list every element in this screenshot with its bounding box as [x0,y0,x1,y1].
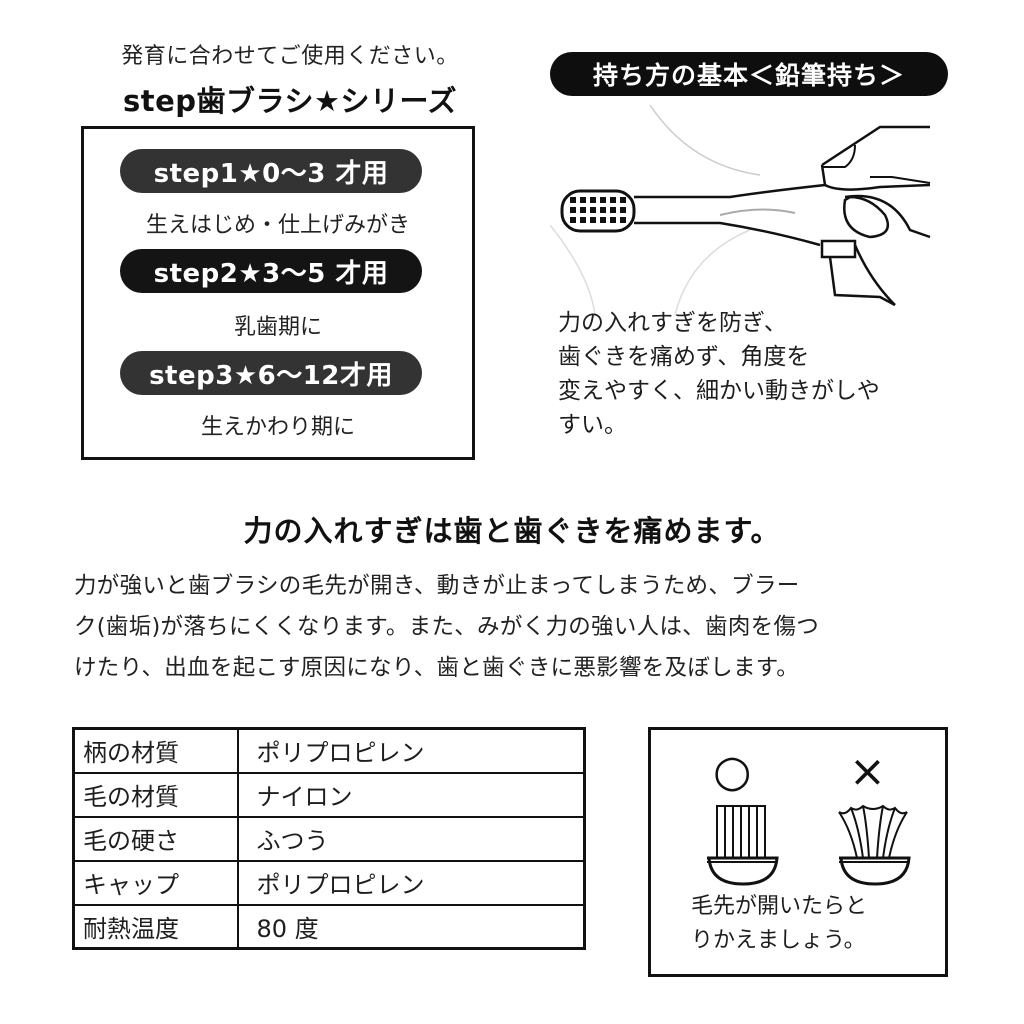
warning-line: けたり、出血を起こす原因になり、歯と歯ぐきに悪影響を及ぼします。 [74,655,800,681]
table-row: 耐熱温度 80 度 [72,903,586,950]
straight-bristles-icon [707,805,779,886]
spec-value: ふつう [236,815,586,862]
spec-value: ナイロン [236,771,586,818]
step2-badge: step2★3～5 才用 [120,249,422,293]
replace-line: 毛先が開いたらと [691,894,868,919]
table-row: 毛の硬さ ふつう [72,815,586,862]
splayed-bristles-icon [838,804,911,886]
spec-key: 耐熱温度 [72,903,239,950]
step1-note: 生えはじめ・仕上げみがき [145,213,410,238]
spec-key: 毛の硬さ [72,815,239,862]
spec-value: ポリプロピレン [236,727,586,774]
toothbrush-pencil-grip-icon [549,104,970,316]
replace-guide-box: ○ × 毛先が開いたらと りかえましょう。 [648,727,948,977]
warning-line: ク(歯垢)が落ちにくくなります。また、みがく力の強い人は、歯肉を傷つ [74,614,820,640]
bad-mark: × [849,746,886,797]
spec-key: 毛の材質 [72,771,239,818]
spec-value: 80 度 [236,903,586,950]
warning-line: 力が強いと歯ブラシの毛先が開き、動きが止まってしまうため、ブラー [74,573,800,599]
step-series-box: step1★0～3 才用 生えはじめ・仕上げみがき step2★3～5 才用 乳… [81,126,475,460]
holding-line: 変えやすく、細かい動きがしや [558,378,880,404]
step3-note: 生えかわり期に [200,415,355,440]
step2-note: 乳歯期に [233,315,322,340]
holding-description: 力の入れすぎを防ぎ、 歯ぐきを痛めず、角度を 変えやすく、細かい動きがしや すい… [558,306,958,442]
warning-heading: 力の入れすぎは歯と歯ぐきを痛めます。 [243,514,781,548]
table-row: 柄の材質 ポリプロピレン [72,727,586,774]
step3-badge: step3★6～12才用 [120,351,422,395]
usage-intro: 発育に合わせてご使用ください。 [121,44,459,69]
holding-line: 歯ぐきを痛めず、角度を [558,344,810,370]
step1-badge: step1★0～3 才用 [120,149,422,193]
good-mark: ○ [713,746,752,797]
replace-instruction: 毛先が開いたらと りかえましょう。 [691,890,941,958]
replace-line: りかえましょう。 [691,928,866,953]
holding-title-badge: 持ち方の基本＜鉛筆持ち＞ [550,52,948,96]
spec-value: ポリプロピレン [236,859,586,906]
table-row: キャップ ポリプロピレン [72,859,586,906]
holding-line: 力の入れすぎを防ぎ、 [558,310,787,336]
table-row: 毛の材質 ナイロン [72,771,586,818]
spec-key: キャップ [72,859,239,906]
spec-table: 柄の材質 ポリプロピレン 毛の材質 ナイロン 毛の硬さ ふつう キャップ ポリプ… [72,727,586,950]
holding-line: すい。 [558,412,627,438]
spec-key: 柄の材質 [72,727,239,774]
warning-paragraph: 力が強いと歯ブラシの毛先が開き、動きが止まってしまうため、ブラー ク(歯垢)が落… [74,566,954,689]
series-title: step歯ブラシ★シリーズ [122,84,458,118]
